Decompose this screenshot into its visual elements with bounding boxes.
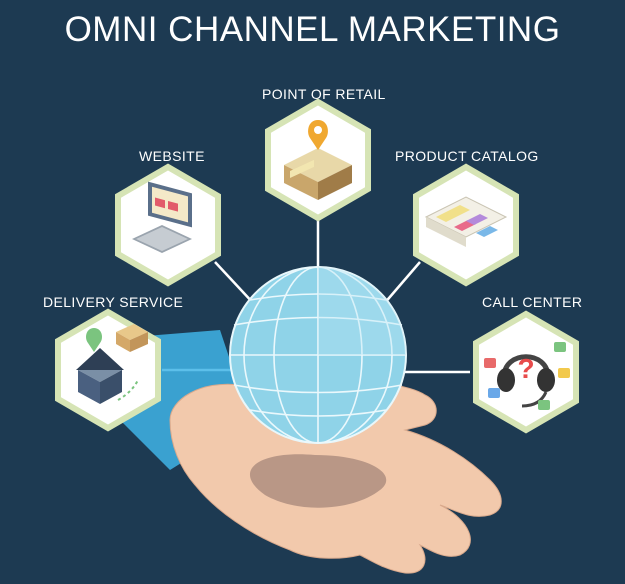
hex-website bbox=[115, 163, 221, 287]
computer-icon bbox=[132, 181, 192, 253]
house-icon bbox=[76, 324, 148, 404]
store-icon bbox=[284, 120, 352, 200]
headset-icon: ? bbox=[484, 342, 570, 410]
hex-delivery-service bbox=[55, 308, 161, 432]
label-call-center: CALL CENTER bbox=[482, 294, 583, 310]
hex-product-catalog bbox=[413, 163, 519, 287]
hex-call-center: ? bbox=[473, 310, 579, 434]
label-point-of-retail: POINT OF RETAIL bbox=[262, 86, 386, 102]
label-product-catalog: PRODUCT CATALOG bbox=[395, 148, 539, 164]
hand-shadow bbox=[249, 454, 387, 508]
svg-text:?: ? bbox=[517, 353, 534, 384]
diagram-title: OMNI CHANNEL MARKETING bbox=[64, 10, 561, 49]
hex-point-of-retail bbox=[265, 98, 371, 222]
globe-icon bbox=[229, 266, 407, 444]
catalog-icon bbox=[424, 196, 508, 247]
label-delivery-service: DELIVERY SERVICE bbox=[43, 294, 184, 310]
connector-website bbox=[214, 261, 256, 306]
connector-catalog bbox=[382, 261, 421, 306]
label-website: WEBSITE bbox=[139, 148, 205, 164]
